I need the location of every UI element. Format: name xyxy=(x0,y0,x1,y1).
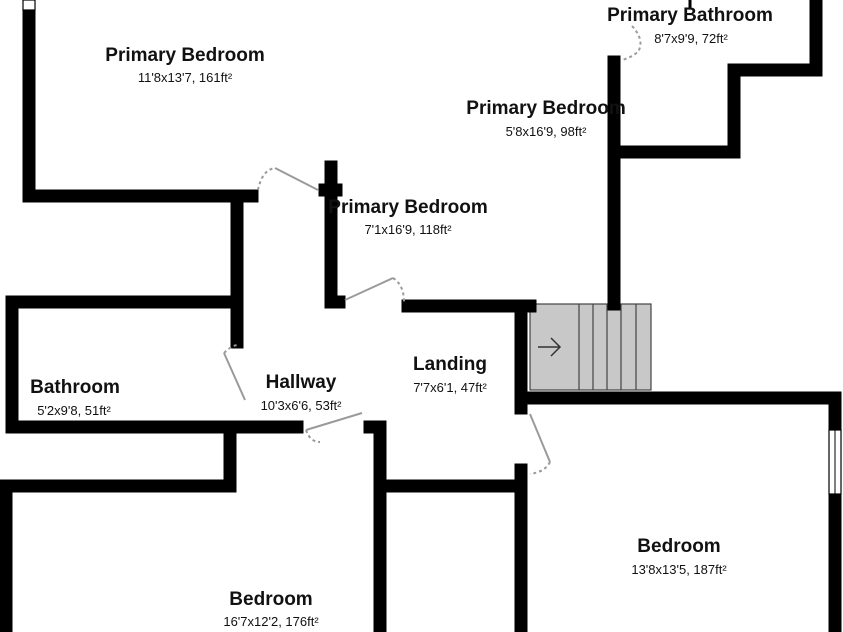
room-name-bathroom: Bathroom xyxy=(30,377,120,398)
room-dims-landing: 7'7x6'1, 47ft² xyxy=(413,380,487,395)
room-name-landing: Landing xyxy=(413,354,487,375)
room-name-bedroom-east: Bedroom xyxy=(637,536,721,557)
doors xyxy=(223,25,642,475)
room-name-primary-bedroom-center: Primary Bedroom xyxy=(328,197,488,218)
room-dims-primary-bedroom-center: 7'1x16'9, 118ft² xyxy=(364,222,452,237)
room-dims-primary-bedroom-east: 5'8x16'9, 98ft² xyxy=(505,124,587,139)
room-name-primary-bedroom-east: Primary Bedroom xyxy=(466,98,626,119)
room-name-hallway: Hallway xyxy=(265,372,337,393)
room-dims-bedroom-southwest: 16'7x12'2, 176ft² xyxy=(223,614,319,629)
room-dims-primary-bedroom-main: 11'8x13'7, 161ft² xyxy=(137,70,233,85)
room-name-primary-bathroom: Primary Bathroom xyxy=(607,5,773,26)
room-dims-bathroom: 5'2x9'8, 51ft² xyxy=(37,403,111,418)
windows xyxy=(22,0,842,495)
room-dims-hallway: 10'3x6'6, 53ft² xyxy=(260,398,342,413)
arrow-right-icon xyxy=(538,337,562,357)
room-dims-bedroom-east: 13'8x13'5, 187ft² xyxy=(631,562,727,577)
room-dims-primary-bathroom: 8'7x9'9, 72ft² xyxy=(654,31,728,46)
room-name-bedroom-southwest: Bedroom xyxy=(229,589,313,610)
room-name-primary-bedroom-main: Primary Bedroom xyxy=(105,45,265,66)
